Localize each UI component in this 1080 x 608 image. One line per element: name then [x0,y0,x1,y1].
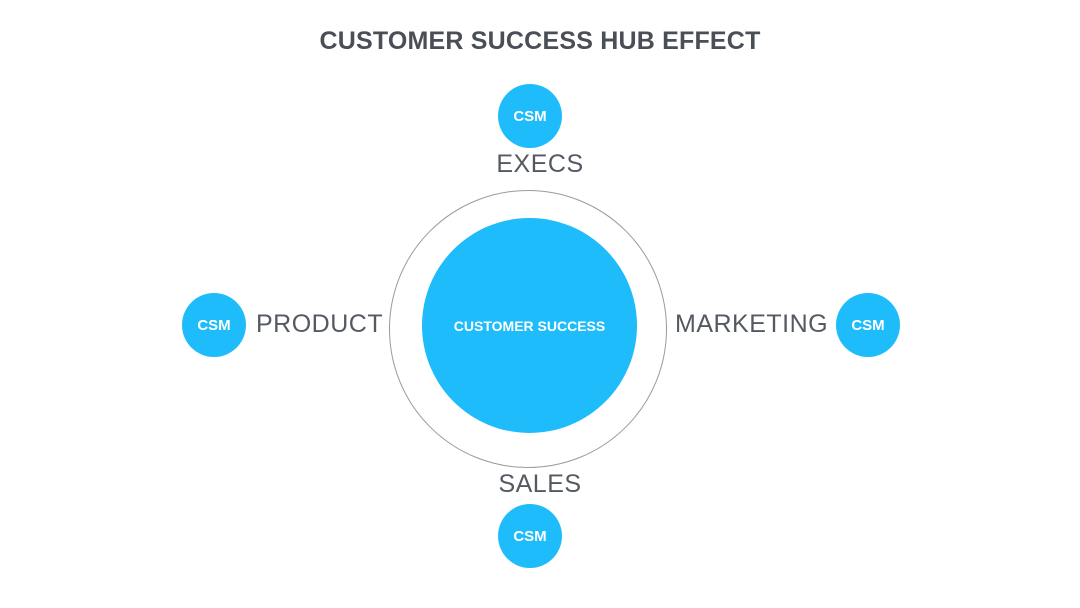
customer-success-hub: CUSTOMER SUCCESS [422,218,637,433]
dept-label-product: PRODUCT [256,310,384,338]
csm-badge-marketing: CSM [836,293,900,357]
dept-label-execs: EXECS [496,150,584,178]
csm-badge-product: CSM [182,293,246,357]
hub-label: CUSTOMER SUCCESS [453,317,606,334]
csm-badge-sales: CSM [498,504,562,568]
dept-label-sales: SALES [498,470,582,498]
diagram-title: CUSTOMER SUCCESS HUB EFFECT [319,27,761,55]
dept-label-marketing: MARKETING [675,310,829,338]
csm-badge-execs: CSM [498,84,562,148]
hub-outer-ring [389,190,667,468]
